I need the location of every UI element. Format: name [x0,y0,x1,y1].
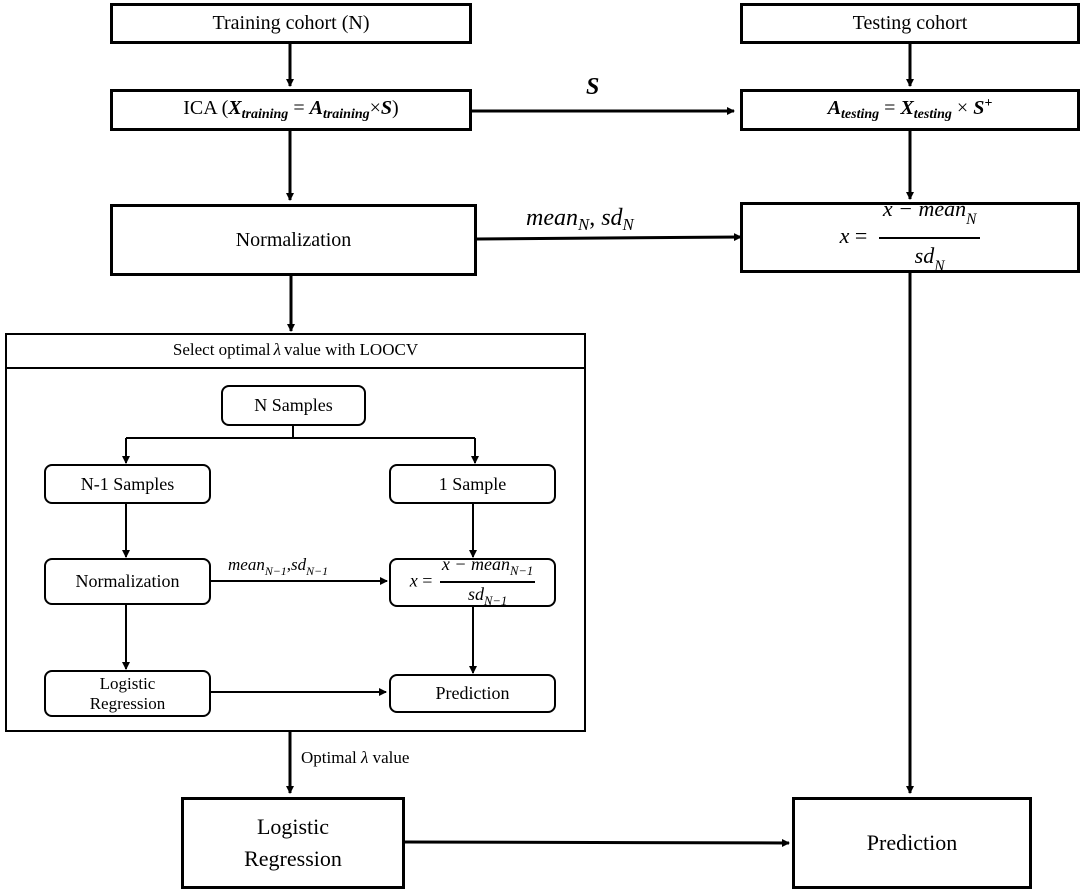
prediction-box: Prediction [792,797,1032,889]
a-testing-equation: Atesting = Xtesting × S+ [827,96,993,123]
n-samples-label: N Samples [254,395,333,415]
ica-equation: ICA (Xtraining = Atraining×S) [183,97,399,122]
testing-cohort-label: Testing cohort [852,12,968,34]
inner-normalization-label: Normalization [75,571,180,591]
normalization-label: Normalization [235,228,352,251]
ica-box: ICA (Xtraining = Atraining×S) [110,89,472,131]
s-matrix-label: S [586,74,600,100]
inner-prediction-label: Prediction [435,683,510,703]
training-cohort-box: Training cohort (N) [110,3,472,44]
one-sample-label: 1 Sample [438,473,507,494]
testing-cohort-box: Testing cohort [740,3,1080,44]
loocv-panel [5,333,586,732]
inner-logistic-line2: Regression [89,693,166,713]
n1-samples-box: N-1 Samples [44,464,211,504]
logistic-line2: Regression [244,846,342,871]
mean-sd-label: meanN, sdN [526,205,634,234]
inner-normalization-box: Normalization [44,558,211,605]
lambda-symbol: λ [273,340,281,359]
loocv-panel-title: Select optimal λ value with LOOCV [5,333,586,369]
optimal-lambda-label: Optimal λ value [301,748,410,767]
logistic-line1: Logistic [256,814,330,839]
n1-samples-label: N-1 Samples [80,473,175,494]
training-cohort-label: Training cohort (N) [212,12,370,34]
prediction-label: Prediction [866,830,958,855]
a-testing-box: Atesting = Xtesting × S+ [740,89,1080,131]
n-samples-box: N Samples [221,385,366,426]
arrow-normalization-to-formula [476,233,742,242]
one-sample-box: 1 Sample [389,464,556,504]
inner-logistic-line1: Logistic [99,673,156,693]
inner-prediction-box: Prediction [389,674,556,713]
inner-logistic-box: Logistic Regression [44,670,211,717]
inner-mean-sd-label: meanN−1,sdN−1 [228,555,329,578]
logistic-regression-box: Logistic Regression [181,797,405,889]
normalization-box: Normalization [110,204,477,276]
arrow-logistic-to-prediction [404,838,790,847]
